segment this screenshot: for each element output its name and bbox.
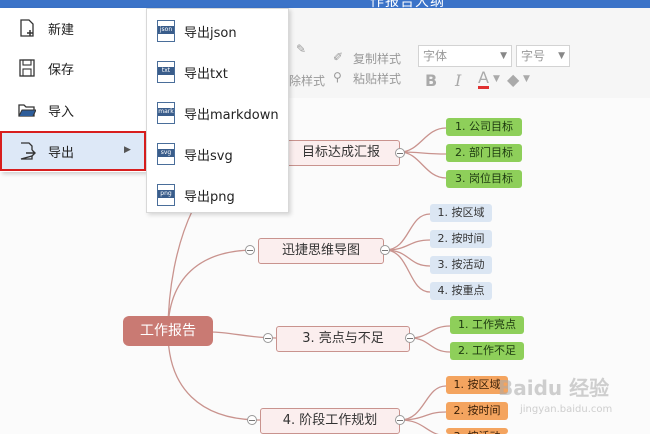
- menu-item-save[interactable]: 保存: [0, 48, 146, 88]
- chevron-right-icon: ▶: [124, 145, 131, 155]
- fill-color-icon[interactable]: ◆: [507, 70, 520, 89]
- export-icon: [20, 142, 36, 160]
- submenu-item-label: 导出markdown: [184, 108, 279, 123]
- txt-file-icon: txt: [157, 61, 175, 83]
- submenu-item-label: 导出txt: [184, 67, 228, 82]
- watermark-url: jingyan.baidu.com: [520, 404, 613, 415]
- mindmap-root-node[interactable]: 工作报告: [123, 316, 213, 346]
- mindmap-leaf[interactable]: 1. 按区域: [446, 376, 508, 394]
- submenu-item-export-json[interactable]: json 导出json: [147, 10, 288, 51]
- copy-style-button[interactable]: 复制样式: [353, 52, 402, 66]
- italic-button[interactable]: I: [455, 71, 462, 90]
- window-title: 作报告大纲: [370, 0, 445, 10]
- mindmap-leaf[interactable]: 4. 按重点: [430, 282, 492, 300]
- font-size-value: 字号: [521, 49, 546, 63]
- mindmap-branch-goals[interactable]: 目标达成汇报: [282, 140, 400, 166]
- collapse-toggle-icon[interactable]: [405, 333, 415, 343]
- json-file-icon: json: [157, 20, 175, 42]
- chevron-down-icon: ▼: [558, 51, 565, 61]
- file-menu: 新建 保存 导入 导出 ▶: [0, 8, 146, 172]
- clear-style-brush-icon: ✎: [296, 42, 307, 56]
- submenu-item-export-png[interactable]: png 导出png: [147, 174, 288, 215]
- watermark-brand: Baidu 经验: [498, 376, 610, 400]
- png-file-icon: png: [157, 184, 175, 206]
- mindmap-leaf[interactable]: 1. 工作亮点: [450, 316, 524, 334]
- collapse-toggle-icon[interactable]: [380, 245, 390, 255]
- collapse-toggle-icon[interactable]: [247, 415, 257, 425]
- collapse-toggle-icon[interactable]: [395, 148, 405, 158]
- menu-item-import[interactable]: 导入: [0, 90, 146, 130]
- chevron-down-icon[interactable]: ▼: [523, 74, 530, 84]
- new-file-icon: [20, 19, 34, 37]
- collapse-toggle-icon[interactable]: [395, 415, 405, 425]
- mindmap-leaf[interactable]: 2. 按时间: [446, 402, 508, 420]
- mindmap-branch-plan[interactable]: 4. 阶段工作规划: [260, 408, 400, 434]
- svg-file-icon: svg: [157, 143, 175, 165]
- chevron-down-icon: ▼: [500, 51, 507, 61]
- menu-item-label: 导出: [48, 146, 75, 161]
- title-bar: 作报告大纲: [0, 0, 650, 10]
- paste-style-icon: ⚲: [333, 70, 342, 84]
- submenu-item-export-txt[interactable]: txt 导出txt: [147, 51, 288, 92]
- markdown-file-icon: mark: [157, 102, 175, 124]
- bold-button[interactable]: B: [425, 71, 438, 90]
- paste-style-button[interactable]: 粘贴样式: [353, 72, 402, 86]
- mindmap-leaf[interactable]: 2. 工作不足: [450, 342, 524, 360]
- mindmap-branch-highlights[interactable]: 3. 亮点与不足: [276, 326, 410, 352]
- mindmap-branch-xunjie[interactable]: 迅捷思维导图: [258, 238, 384, 264]
- submenu-item-export-markdown[interactable]: mark 导出markdown: [147, 92, 288, 133]
- collapse-toggle-icon[interactable]: [245, 245, 255, 255]
- font-family-select[interactable]: 字体 ▼: [418, 45, 512, 67]
- menu-item-label: 保存: [48, 63, 75, 78]
- mindmap-leaf[interactable]: 3. 岗位目标: [446, 170, 522, 188]
- mindmap-leaf[interactable]: 1. 按区域: [430, 204, 492, 222]
- mindmap-leaf[interactable]: 1. 公司目标: [446, 118, 522, 136]
- mindmap-leaf[interactable]: 2. 部门目标: [446, 144, 522, 162]
- folder-open-icon: [18, 104, 36, 117]
- font-size-select[interactable]: 字号 ▼: [516, 45, 570, 67]
- chevron-down-icon[interactable]: ▼: [493, 74, 500, 84]
- menu-item-label: 导入: [48, 105, 75, 120]
- clear-style-button[interactable]: 除样式: [289, 74, 326, 88]
- menu-item-label: 新建: [48, 23, 75, 38]
- font-color-button[interactable]: A: [478, 68, 489, 89]
- submenu-item-label: 导出svg: [184, 149, 233, 164]
- collapse-toggle-icon[interactable]: [263, 333, 273, 343]
- menu-item-new[interactable]: 新建: [0, 8, 146, 48]
- menu-item-export[interactable]: 导出 ▶: [0, 131, 146, 171]
- submenu-item-label: 导出json: [184, 26, 237, 41]
- submenu-item-export-svg[interactable]: svg 导出svg: [147, 133, 288, 174]
- font-family-value: 字体: [423, 49, 448, 63]
- copy-style-icon: ✐: [333, 50, 344, 64]
- mindmap-leaf[interactable]: 3. 按活动: [446, 428, 508, 434]
- submenu-item-label: 导出png: [184, 190, 235, 205]
- export-submenu: json 导出json txt 导出txt mark 导出markdown sv…: [146, 8, 289, 213]
- mindmap-leaf[interactable]: 2. 按时间: [430, 230, 492, 248]
- save-icon: [19, 59, 35, 77]
- mindmap-leaf[interactable]: 3. 按活动: [430, 256, 492, 274]
